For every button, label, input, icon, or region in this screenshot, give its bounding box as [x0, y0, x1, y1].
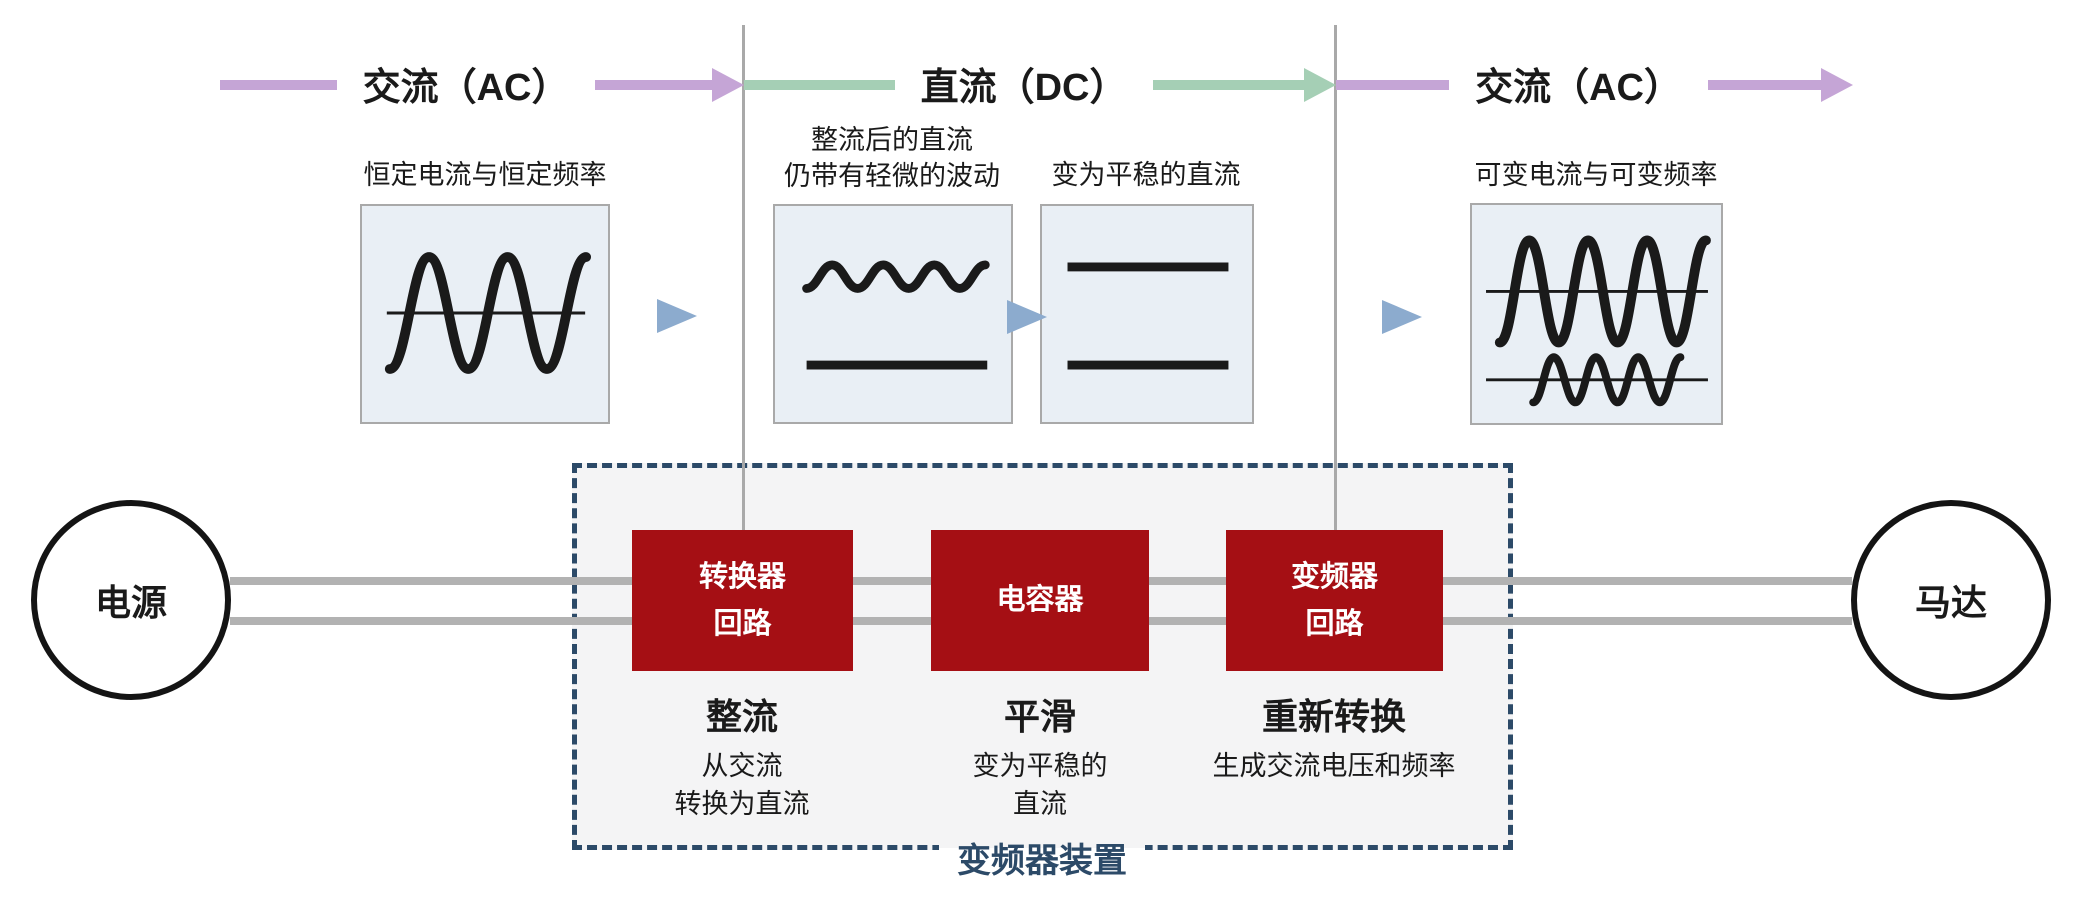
- step-desc-line: 变为平稳的: [972, 751, 1108, 781]
- step-title: 平滑: [1003, 696, 1076, 737]
- flow-line: [1707, 80, 1822, 90]
- waveform-box-smooth-dc: [1040, 204, 1254, 424]
- inverter-circuit-block: 变频器 回路: [1226, 530, 1443, 671]
- step-triangle-icon: [1382, 300, 1422, 334]
- flow-line: [744, 80, 895, 90]
- waveform-caption-rectified-dc: 整流后的直流 仍带有轻微的波动: [712, 123, 1072, 194]
- sine-wave-graphic: [384, 252, 592, 374]
- step-smooth: 平滑 变为平稳的 直流: [880, 688, 1200, 824]
- block-title-line: 变频器: [1290, 560, 1378, 593]
- caption-line: 仍带有轻微的波动: [784, 160, 1000, 191]
- step-desc-line: 从交流: [701, 751, 783, 781]
- caption-line: 可变电流与可变频率: [1474, 160, 1718, 190]
- waveform-caption-variable-ac: 可变电流与可变频率: [1416, 158, 1776, 194]
- block-title-line: 回路: [1305, 607, 1364, 640]
- flow-segment-dc: 直流（DC）: [744, 67, 1337, 109]
- arrow-right-icon: [1304, 68, 1337, 102]
- flow-line: [1336, 80, 1450, 90]
- flow-line: [220, 80, 337, 90]
- flat-lines-graphic: [1067, 262, 1229, 370]
- waveform-box-variable-ac: [1470, 203, 1723, 425]
- step-reconvert: 重新转换 生成交流电压和频率: [1174, 688, 1494, 785]
- caption-line: 整流后的直流: [811, 125, 973, 155]
- flow-line: [595, 80, 713, 90]
- arrow-right-icon: [1821, 68, 1854, 102]
- caption-line: 变为平稳的直流: [1051, 160, 1241, 190]
- block-title-line: 转换器: [698, 560, 786, 593]
- power-source-node: 电源: [31, 500, 231, 700]
- waveform-box-ripple-dc: [773, 204, 1013, 424]
- caption-line: 恒定电流与恒定频率: [363, 160, 607, 190]
- arrow-right-icon: [712, 68, 745, 102]
- stage-divider-line-2: [1334, 25, 1337, 530]
- capacitor-block: 电容器: [931, 530, 1149, 671]
- step-desc-line: 转换为直流: [674, 789, 810, 820]
- step-title: 重新转换: [1261, 696, 1406, 737]
- step-triangle-icon: [657, 299, 697, 333]
- flow-label-ac-output: 交流（AC）: [1475, 66, 1682, 109]
- step-title: 整流: [705, 696, 778, 737]
- variable-sine-waves-graphic: [1486, 235, 1711, 407]
- flow-line: [1153, 80, 1305, 90]
- flow-segment-ac-input: 交流（AC）: [220, 67, 745, 109]
- step-triangle-icon: [1007, 300, 1047, 334]
- waveform-caption-constant-ac: 恒定电流与恒定频率: [305, 158, 665, 194]
- ripple-wave-graphic: [802, 260, 990, 370]
- motor-node: 马达: [1851, 500, 2051, 700]
- block-title-line: 回路: [713, 607, 772, 640]
- flow-label-ac-input: 交流（AC）: [362, 66, 570, 109]
- motor-label: 马达: [1914, 582, 1987, 623]
- waveform-box-constant-sine: [360, 204, 610, 424]
- stage-divider-line-1: [742, 25, 745, 530]
- block-title-line: 电容器: [996, 584, 1084, 617]
- inverter-unit-label: 变频器装置: [939, 831, 1145, 884]
- step-desc-line: 生成交流电压和频率: [1212, 751, 1456, 781]
- converter-circuit-block: 转换器 回路: [632, 530, 853, 671]
- power-source-label: 电源: [94, 582, 167, 623]
- step-rectify: 整流 从交流 转换为直流: [582, 688, 902, 824]
- flow-segment-ac-output: 交流（AC）: [1336, 67, 1854, 109]
- waveform-caption-smooth-dc: 变为平稳的直流: [966, 158, 1326, 194]
- flow-label-dc: 直流（DC）: [920, 66, 1128, 109]
- step-desc-line: 直流: [1013, 789, 1067, 820]
